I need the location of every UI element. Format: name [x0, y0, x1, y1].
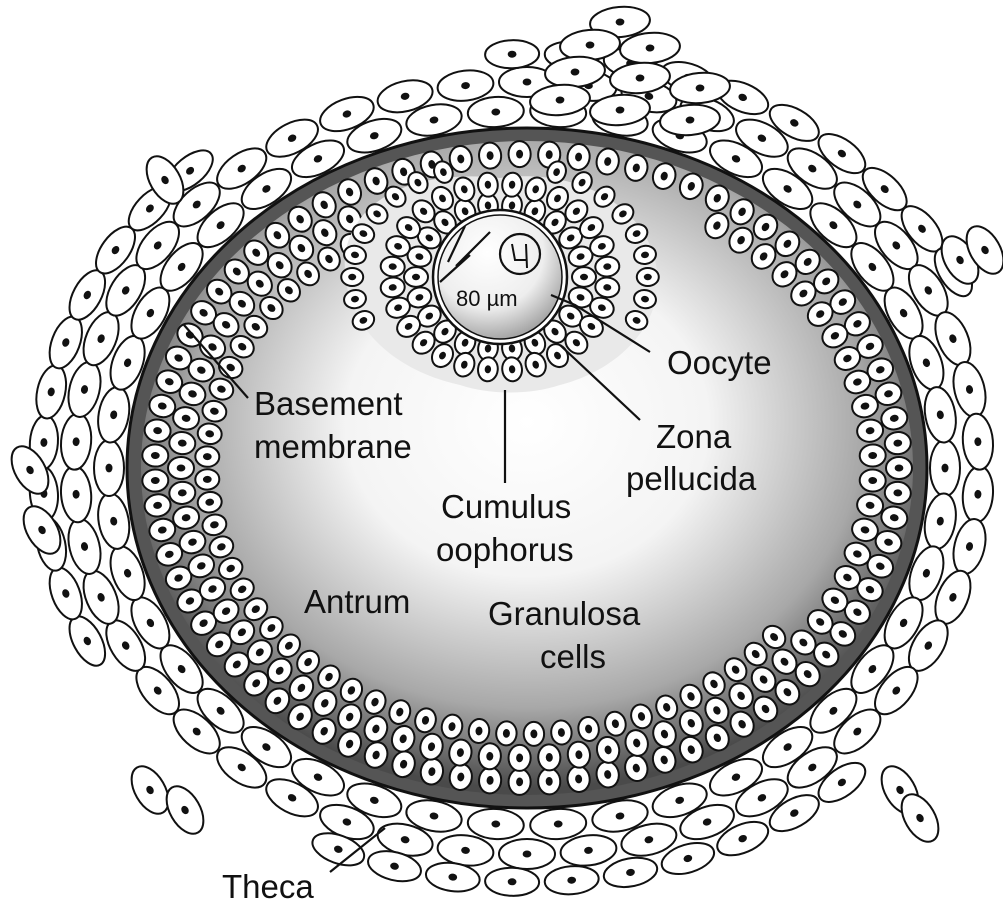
theca-cell	[43, 312, 88, 372]
cumulus-oophorus-label-1: Cumulus	[441, 488, 571, 525]
theca-cell	[544, 864, 600, 896]
oocyte	[438, 215, 562, 339]
theca-cell	[467, 807, 525, 841]
cumulus-oophorus-label-2: oophorus	[436, 531, 574, 568]
granulosa-cell	[859, 444, 886, 467]
theca-cell	[499, 839, 555, 869]
theca-cell	[485, 39, 540, 68]
theca-cell	[59, 465, 93, 523]
antrum-label: Antrum	[304, 583, 410, 620]
granulosa-cell	[142, 444, 169, 467]
zona-pellucida-label-1: Zona	[656, 418, 732, 455]
granulosa-cell	[538, 744, 561, 771]
cumulus-cell	[404, 267, 428, 287]
granulosa-cell	[478, 767, 502, 795]
theca-cell	[59, 413, 93, 471]
granulosa-cell	[538, 768, 561, 795]
granulosa-cell	[496, 721, 518, 746]
granulosa-cell	[478, 142, 502, 170]
granulosa-cell	[508, 745, 531, 771]
zona-pellucida-label-2: pellucida	[626, 460, 757, 497]
granulosa-cell	[523, 722, 544, 746]
cumulus-cell	[341, 268, 363, 286]
theca-cell	[485, 867, 540, 896]
granulosa-cells-label-2: cells	[540, 638, 606, 675]
granulosa-cell	[508, 141, 531, 167]
theca-cell	[32, 363, 71, 422]
granulosa-cell	[886, 457, 912, 479]
theca-cell	[961, 465, 995, 523]
theca-label: Theca	[222, 868, 314, 905]
granulosa-cells-label-1: Granulosa	[488, 595, 641, 632]
theca-cell	[43, 563, 88, 623]
granulosa-cell	[195, 446, 220, 468]
basement-membrane-label-2: membrane	[254, 428, 412, 465]
theca-cell	[930, 440, 960, 496]
oocyte-size-label: 80 µm	[456, 286, 518, 311]
oocyte-label: Oocyte	[667, 344, 772, 381]
cumulus-cell	[637, 268, 659, 286]
granulosa-cell	[195, 469, 220, 491]
theca-cell	[529, 807, 587, 841]
granulosa-cell	[550, 720, 572, 746]
granulosa-cell	[859, 469, 886, 492]
cumulus-cell	[572, 267, 596, 287]
granulosa-cell	[142, 469, 169, 492]
granulosa-cell	[508, 769, 531, 795]
theca-cell	[94, 440, 124, 496]
theca-cell	[961, 413, 995, 471]
basement-membrane-label-1: Basement	[254, 385, 403, 422]
granulosa-cell	[168, 457, 194, 479]
theca-cell	[467, 95, 525, 129]
